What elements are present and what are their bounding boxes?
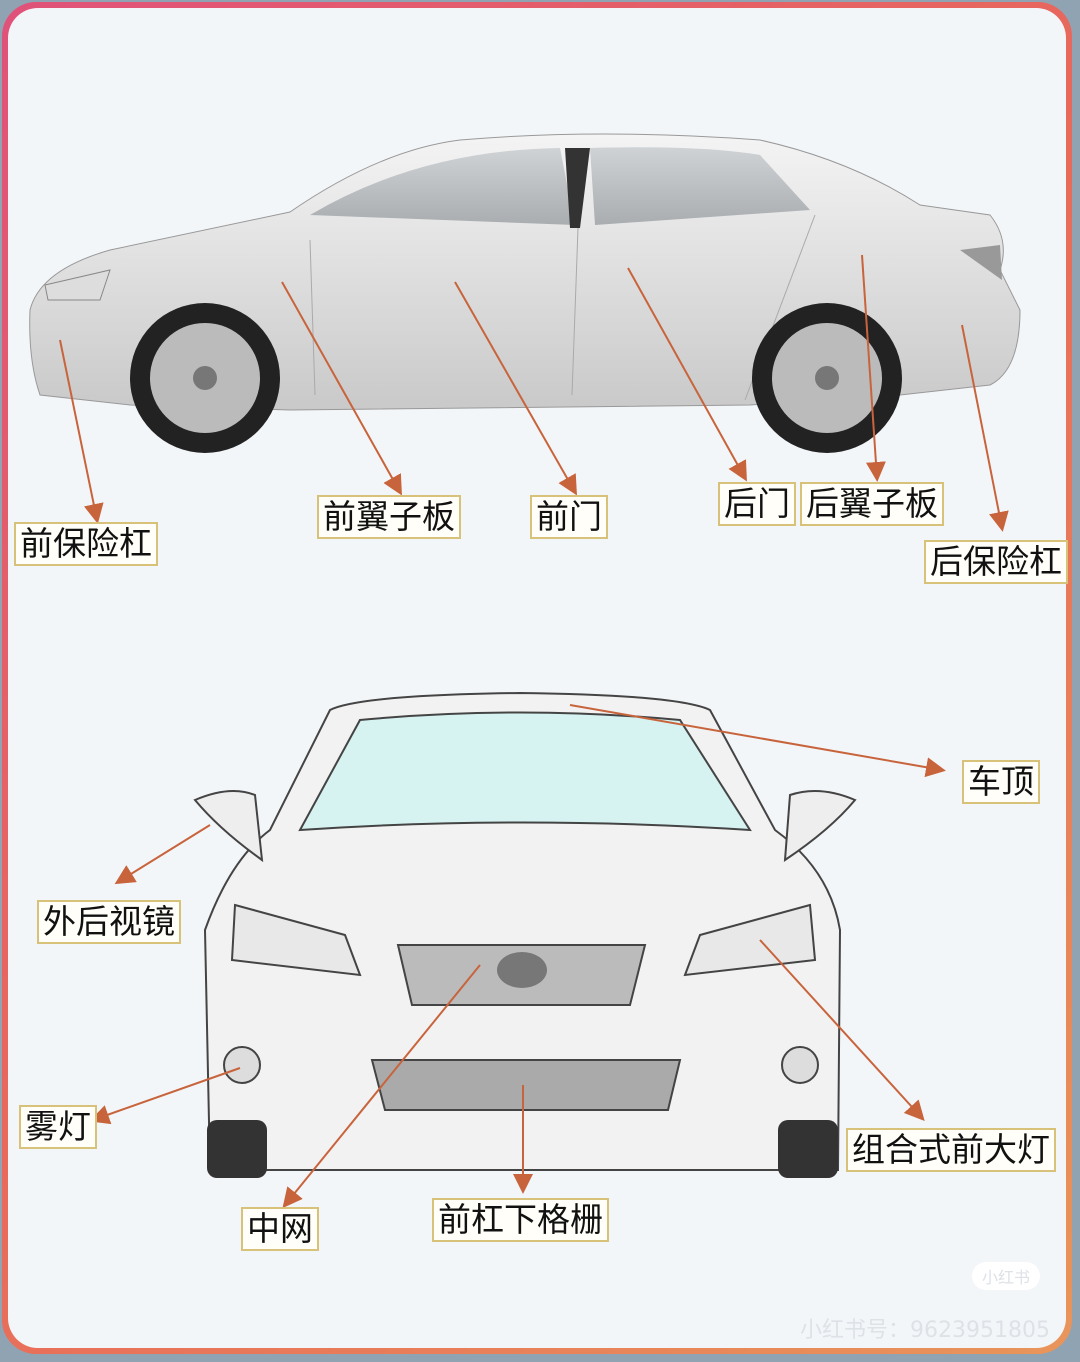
label-lower-grille: 前杠下格栅: [432, 1198, 609, 1242]
label-front-door: 前门: [530, 495, 608, 539]
label-roof: 车顶: [962, 760, 1040, 804]
label-front-bumper: 前保险杠: [14, 522, 158, 566]
label-headlight: 组合式前大灯: [846, 1128, 1056, 1172]
label-rear-door: 后门: [718, 482, 796, 526]
label-rear-bumper: 后保险杠: [924, 540, 1068, 584]
side-view-car: [29, 133, 1021, 453]
label-front-fender: 前翼子板: [317, 495, 461, 539]
label-grille: 中网: [241, 1207, 319, 1251]
label-rear-fender: 后翼子板: [800, 482, 944, 526]
label-side-mirror: 外后视镜: [37, 900, 181, 944]
front-view-car: [193, 691, 857, 1178]
xiaohongshu-badge: 小红书: [971, 1262, 1040, 1290]
pointer-arrows: [59, 254, 1009, 1209]
label-fog-light: 雾灯: [19, 1105, 97, 1149]
account-watermark: 小红书号：9623951805: [800, 1318, 1050, 1343]
